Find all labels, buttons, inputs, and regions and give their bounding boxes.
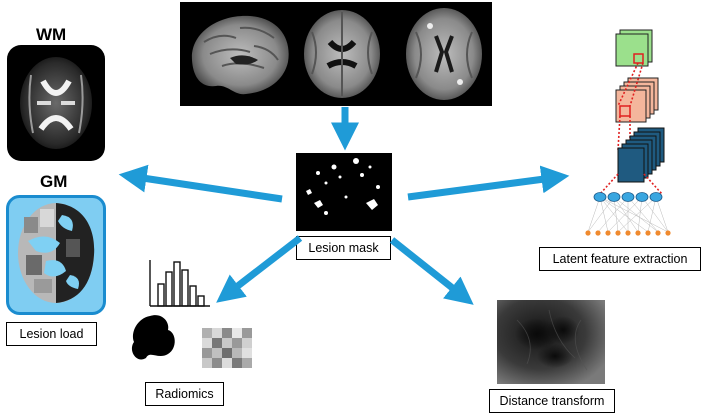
gm-lesion-panel xyxy=(6,195,106,315)
axial-slice-icon-2 xyxy=(406,8,482,100)
histogram-icon xyxy=(149,260,210,307)
cnn-layer-icon-2 xyxy=(615,77,659,123)
lesion-mask-label: Lesion mask xyxy=(296,236,391,260)
cnn-layer-icon xyxy=(615,29,653,67)
arrow-icon-left xyxy=(118,164,283,203)
texture-matrix-icon xyxy=(202,328,252,368)
arrow-icon-down-right xyxy=(389,237,474,305)
shape-blob-icon xyxy=(131,315,175,360)
arrow-icon-down-left xyxy=(216,235,303,303)
lesion-load-label: Lesion load xyxy=(6,322,97,346)
sagittal-slice-icon xyxy=(191,15,289,95)
axial-slice-icon xyxy=(304,10,380,98)
latent-feature-label: Latent feature extraction xyxy=(539,247,701,271)
mri-slices-panel xyxy=(180,2,492,106)
brain-mri-icon xyxy=(20,57,92,149)
distance-transform-label: Distance transform xyxy=(489,389,615,413)
lesion-mask-panel xyxy=(296,153,392,231)
radiomics-visuals xyxy=(131,260,252,368)
gm-heading: GM xyxy=(40,172,68,191)
cnn-diagram xyxy=(585,29,671,236)
wm-heading: WM xyxy=(36,25,67,44)
distance-transform-panel xyxy=(497,300,605,384)
neural-net-icon xyxy=(587,196,669,233)
arrow-icon-right xyxy=(407,165,570,201)
cnn-layer-icon-3 xyxy=(617,127,665,183)
radiomics-label: Radiomics xyxy=(145,382,224,406)
wm-map-panel xyxy=(7,45,105,161)
